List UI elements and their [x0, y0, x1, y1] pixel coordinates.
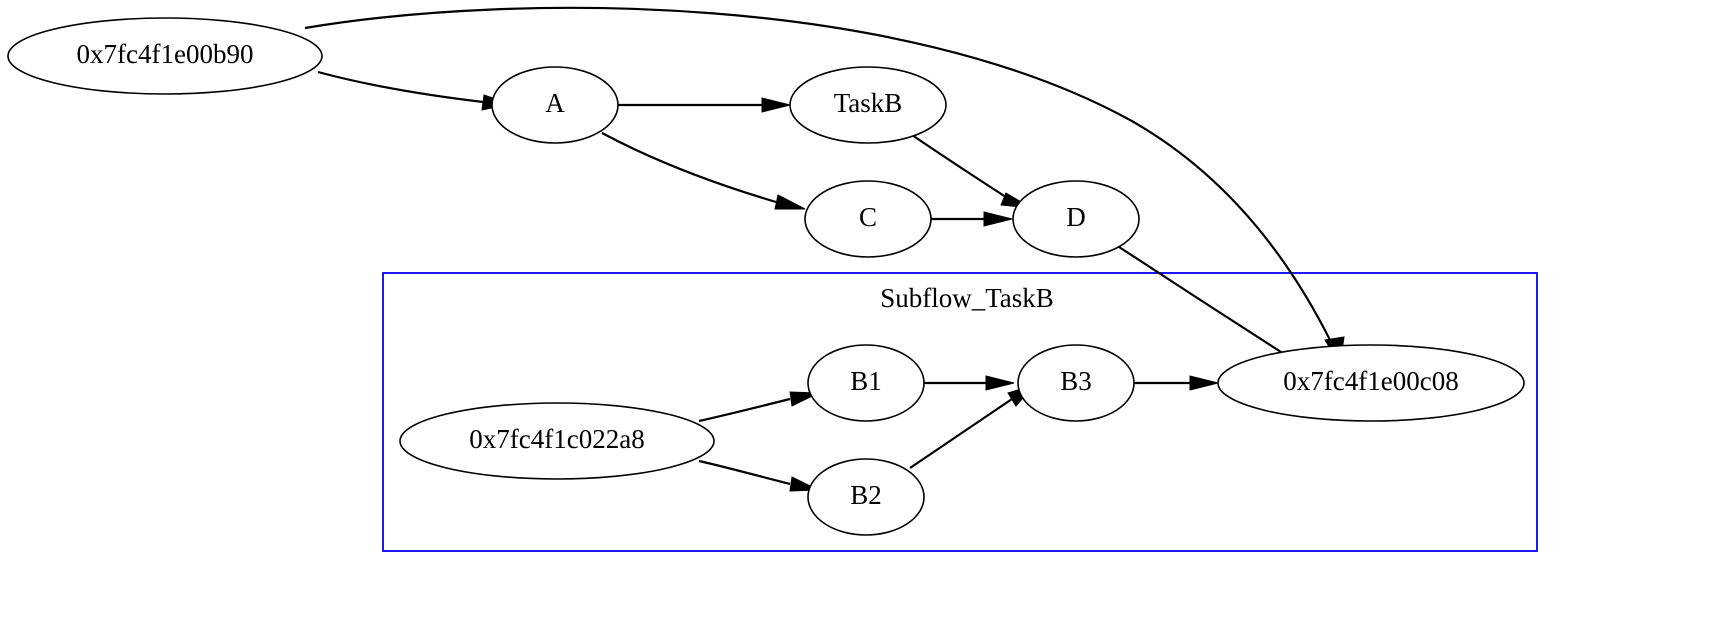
node-b2[interactable]: B2: [807, 458, 925, 536]
node-layer: 0x7fc4f1e00b90 A TaskB C D 0x7fc4f1c022a: [7, 17, 1525, 536]
node-taskb-label: TaskB: [834, 88, 903, 118]
node-root[interactable]: 0x7fc4f1e00b90: [7, 17, 323, 95]
edge-b2-to-b3-line: [909, 398, 1013, 469]
edge-root-to-sink: [304, 6, 1345, 367]
edge-a-to-c-line: [601, 132, 777, 204]
node-b1-ellipse[interactable]: [807, 344, 925, 422]
node-taskb-ellipse[interactable]: [789, 66, 947, 144]
node-c-label: C: [859, 202, 877, 232]
node-root-ellipse[interactable]: [7, 17, 323, 95]
edge-root-to-a-line: [317, 70, 484, 104]
edge-b3-to-sink: [1134, 375, 1219, 391]
node-sub-start-label: 0x7fc4f1c022a8: [469, 424, 644, 454]
edge-d-to-sink-line: [1115, 244, 1299, 364]
node-b1-label: B1: [850, 366, 882, 396]
edge-a-to-taskb-arrowhead: [761, 97, 791, 113]
edge-a-to-c-arrowhead: [774, 194, 806, 210]
edge-substart-to-b1: [698, 391, 819, 423]
node-b2-label: B2: [850, 480, 882, 510]
edge-b2-to-b3: [909, 384, 1036, 469]
edge-substart-to-b1-line: [698, 397, 791, 423]
cluster-border: [382, 272, 1538, 552]
node-sub-start[interactable]: 0x7fc4f1c022a8: [399, 402, 715, 480]
node-sink-ellipse[interactable]: [1217, 344, 1525, 422]
edge-b3-to-sink-arrowhead: [1189, 375, 1219, 391]
edge-c-to-d: [931, 211, 1013, 227]
node-sink-label: 0x7fc4f1e00c08: [1283, 366, 1458, 396]
edge-root-to-sink-line: [304, 6, 1332, 343]
cluster-label: Subflow_TaskB: [880, 283, 1054, 313]
edge-taskb-to-d: [911, 134, 1032, 209]
edge-substart-to-b2: [698, 459, 819, 492]
node-c[interactable]: C: [804, 180, 932, 258]
node-root-label: 0x7fc4f1e00b90: [77, 39, 254, 69]
node-d-label: D: [1066, 202, 1086, 232]
node-a-label: A: [545, 88, 565, 118]
node-d[interactable]: D: [1012, 180, 1140, 258]
node-a-ellipse[interactable]: [491, 66, 619, 144]
edge-b1-to-b3: [924, 375, 1015, 391]
node-sub-start-ellipse[interactable]: [399, 402, 715, 480]
node-a[interactable]: A: [491, 66, 619, 144]
node-b3-ellipse[interactable]: [1017, 344, 1135, 422]
edge-root-to-a: [317, 70, 512, 111]
edge-taskb-to-d-line: [911, 134, 1010, 200]
edge-c-to-d-arrowhead: [983, 211, 1013, 227]
edge-b1-to-b3-arrowhead: [985, 375, 1015, 391]
node-b2-ellipse[interactable]: [807, 458, 925, 536]
node-sink[interactable]: 0x7fc4f1e00c08: [1217, 344, 1525, 422]
edge-a-to-taskb: [618, 97, 791, 113]
node-b3-label: B3: [1060, 366, 1092, 396]
edge-substart-to-b2-line: [698, 459, 791, 486]
node-c-ellipse[interactable]: [804, 180, 932, 258]
node-d-ellipse[interactable]: [1012, 180, 1140, 258]
node-b1[interactable]: B1: [807, 344, 925, 422]
cluster-subflow-taskb: Subflow_TaskB: [382, 272, 1538, 552]
edge-a-to-c: [601, 132, 806, 210]
node-taskb[interactable]: TaskB: [789, 66, 947, 144]
node-b3[interactable]: B3: [1017, 344, 1135, 422]
